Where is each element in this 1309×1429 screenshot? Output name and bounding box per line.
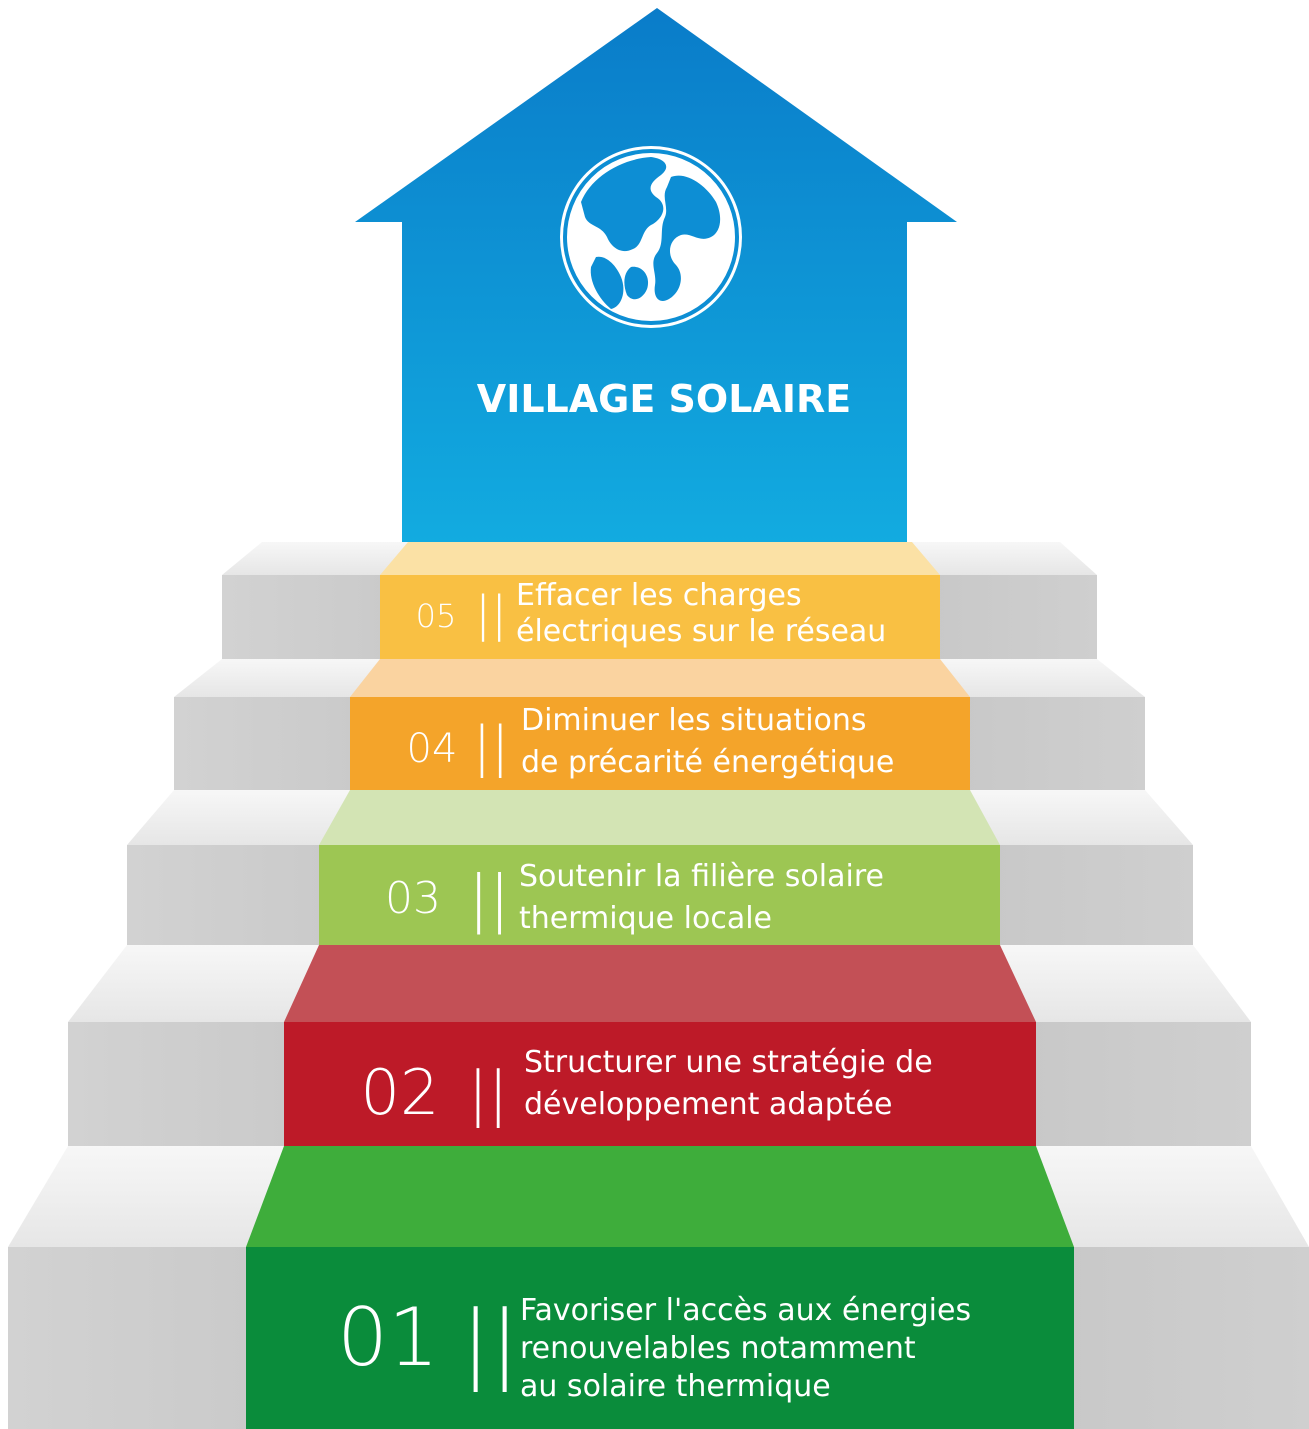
carpet-tread [246, 1146, 1074, 1247]
step-separator: || [473, 715, 509, 778]
carpet-tread [380, 542, 940, 575]
step-04: 04 || Diminuer les situations de précarité … [174, 659, 1145, 790]
step-caption-line: thermique locale [519, 901, 772, 936]
step-caption-line: renouvelables notamment [520, 1331, 916, 1366]
step-03: 03 || Soutenir la filière solaire thermique… [127, 790, 1193, 945]
carpet-riser [319, 845, 1000, 945]
step-number: 03 [385, 873, 441, 924]
carpet-riser [246, 1247, 1074, 1429]
step-caption-line: Favoriser l'accès aux énergies [520, 1293, 971, 1328]
step-caption-line: électriques sur le réseau [516, 614, 886, 649]
step-separator: || [468, 862, 510, 936]
carpet-riser [350, 697, 970, 790]
carpet-tread [350, 659, 970, 697]
page-title: VILLAGE SOLAIRE [477, 377, 851, 421]
step-number: 02 [361, 1056, 440, 1129]
step-caption-line: Effacer les charges [516, 578, 802, 613]
step-separator: || [468, 1059, 508, 1129]
step-number: 04 [407, 726, 458, 772]
step-caption-line: de précarité énergétique [521, 745, 894, 780]
globe-icon [560, 146, 742, 328]
carpet-tread [319, 790, 1000, 845]
step-number: 05 [416, 597, 457, 635]
step-number: 01 [337, 1291, 439, 1384]
carpet-tread [284, 945, 1036, 1022]
step-caption-line: Soutenir la filière solaire [519, 859, 884, 894]
step-separator: || [461, 1293, 519, 1393]
step-01: 01||Favoriser l'accès aux énergiesrenouv… [8, 1146, 1309, 1429]
step-caption-line: Structurer une stratégie de [524, 1045, 933, 1080]
step-caption-line: développement adaptée [524, 1087, 892, 1122]
carpet-riser [284, 1022, 1036, 1146]
step-caption-line: au solaire thermique [520, 1369, 831, 1404]
step-caption-line: Diminuer les situations [521, 703, 867, 738]
carpet-riser [380, 575, 940, 659]
step-02: 02 || Structurer une stratégie de développe… [68, 945, 1251, 1146]
step-separator: || [475, 586, 507, 642]
